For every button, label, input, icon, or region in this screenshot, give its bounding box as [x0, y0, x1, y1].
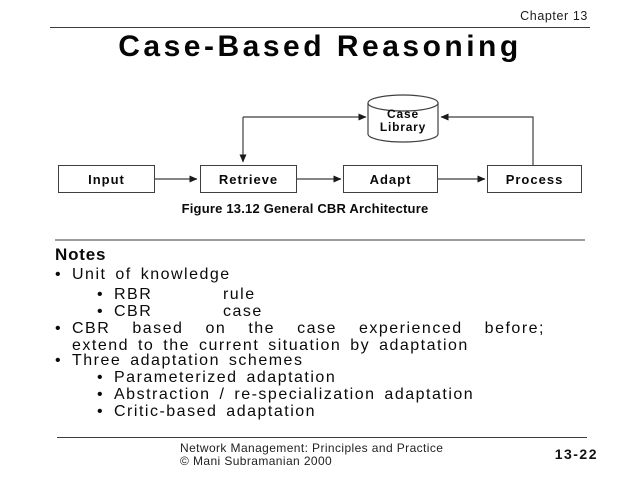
bullet-icon — [55, 320, 62, 337]
bullet-icon — [97, 303, 104, 320]
case-library-label-line2: Library — [380, 120, 426, 134]
note-item: Three adaptation schemes — [55, 352, 595, 369]
diagram-box-retrieve: Retrieve — [200, 165, 297, 193]
figure-caption: Figure 13.12 General CBR Architecture — [181, 201, 429, 216]
note-text: Unit of knowledge — [72, 266, 231, 283]
note-definition: case — [222, 303, 263, 320]
note-text-continued: extend to the current situation by adapt… — [72, 337, 469, 354]
bullet-icon — [97, 369, 104, 386]
header-rule — [50, 27, 590, 28]
footer-book-title: Network Management: Principles and Pract… — [180, 441, 444, 455]
case-library-cylinder: Case Library — [367, 94, 439, 143]
notes-divider — [55, 239, 585, 241]
case-library-label-line1: Case — [387, 107, 419, 121]
note-item: Parameterized adaptation — [97, 369, 595, 386]
note-text: Three adaptation schemes — [72, 352, 304, 369]
footer-copyright: © Mani Subramanian 2000 — [180, 453, 333, 468]
bullet-icon — [97, 286, 104, 303]
note-text: Abstraction / re-specialization adaptati… — [114, 386, 475, 403]
notes-heading: Notes — [55, 245, 107, 264]
note-term: CBR — [114, 303, 153, 320]
bullet-icon — [97, 403, 104, 420]
note-text: Parameterized adaptation — [114, 369, 337, 386]
diagram-box-process: Process — [487, 165, 582, 193]
note-term: RBR — [114, 286, 153, 303]
note-text: CBR based on the case experienced before… — [72, 320, 545, 337]
note-definition: rule — [222, 286, 256, 303]
bullet-icon — [97, 386, 104, 403]
arrow-process-to-library — [440, 113, 534, 165]
notes-list: Unit of knowledge RBR rule CBR case CBR … — [55, 266, 595, 420]
note-item: Abstraction / re-specialization adaptati… — [97, 386, 595, 403]
chapter-label: Chapter 13 — [520, 9, 588, 23]
note-item: CBR based on the case experienced before… — [55, 320, 595, 354]
bullet-icon — [55, 266, 62, 283]
note-item: CBR case — [97, 303, 595, 320]
page-title: Case-Based Reasoning — [118, 30, 522, 63]
note-item: Critic-based adaptation — [97, 403, 595, 420]
diagram-box-adapt: Adapt — [343, 165, 438, 193]
page-number: 13-22 — [554, 446, 598, 462]
bullet-icon — [55, 352, 62, 369]
note-item: Unit of knowledge — [55, 266, 595, 283]
note-item: RBR rule — [97, 286, 595, 303]
diagram-box-input: Input — [58, 165, 155, 193]
note-text: Critic-based adaptation — [114, 403, 317, 420]
footer-credit: Network Management: Principles and Pract… — [180, 442, 443, 467]
footer-rule — [57, 437, 587, 438]
